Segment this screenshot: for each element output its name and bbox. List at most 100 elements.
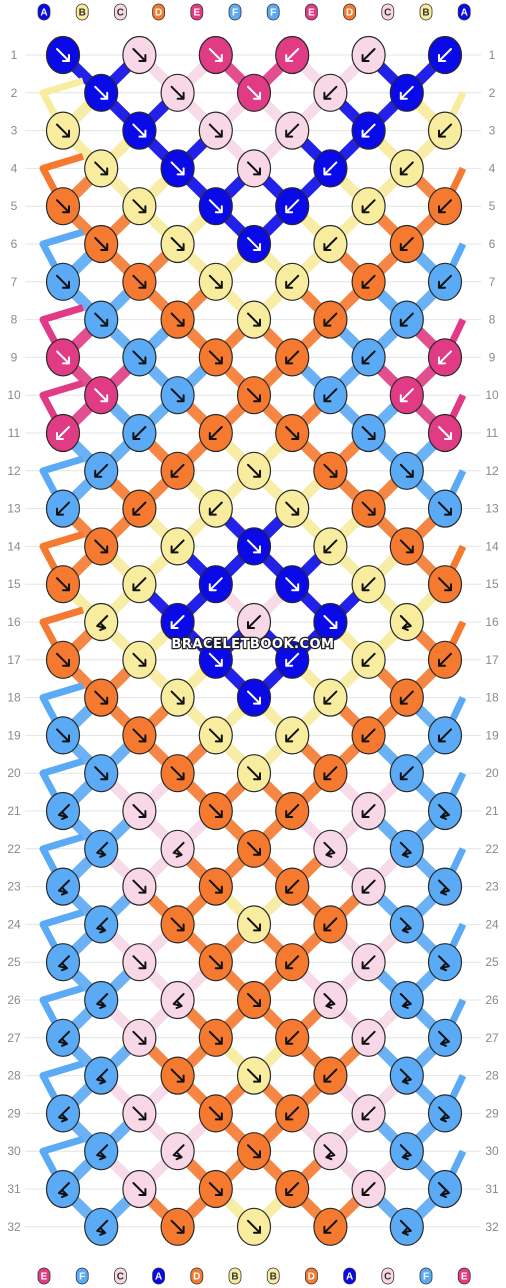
knot-arrow-icon: [285, 652, 300, 667]
knot-arrow-icon: [58, 955, 70, 972]
knot-arrow-icon: [323, 463, 338, 478]
knot: [84, 754, 119, 793]
knot: [313, 905, 348, 944]
string-color-pill: [343, 3, 357, 21]
knot-arrow-icon: [208, 426, 223, 440]
string-letter: E: [193, 8, 200, 19]
knot: [198, 867, 233, 906]
string-label: C: [114, 3, 127, 21]
knot: [122, 489, 157, 528]
knot: [351, 1169, 386, 1209]
knot: [160, 1207, 195, 1246]
knot-arrow-icon: [94, 312, 109, 327]
knot-arrow-icon: [438, 804, 450, 820]
knot-arrow-icon: [361, 1182, 376, 1196]
row-number: 10: [485, 388, 499, 402]
knot-arrow-icon: [361, 48, 376, 62]
knot-arrow-icon: [361, 577, 376, 592]
knot: [351, 35, 386, 75]
knot: [275, 338, 310, 377]
knot: [122, 111, 157, 150]
knot-arrow-icon: [56, 274, 70, 289]
knot-arrow-icon: [438, 879, 450, 896]
string-label: A: [37, 3, 51, 21]
knot: [427, 111, 463, 150]
knot-arrow-icon: [170, 161, 185, 176]
string-label: C: [381, 1267, 395, 1285]
row-numbers-right: 1234567891011121314151617181920212223242…: [485, 48, 499, 1234]
knot-arrow-icon: [323, 615, 338, 629]
string-label: F: [266, 3, 280, 21]
knot-arrow-icon: [399, 161, 414, 176]
knot: [351, 262, 386, 301]
knot-arrow-icon: [170, 539, 185, 554]
knot: [160, 73, 195, 112]
row-number: 12: [7, 464, 21, 478]
knot: [45, 1018, 81, 1057]
knot-arrow-icon: [56, 350, 70, 365]
knot-arrow-icon: [172, 993, 185, 1009]
knot-arrow-icon: [96, 615, 109, 631]
string-color-pill: [304, 1267, 318, 1285]
knot: [198, 1094, 233, 1133]
string-letter: E: [41, 1272, 48, 1283]
knot-arrow-icon: [94, 690, 109, 705]
knot: [45, 867, 81, 906]
knot: [198, 262, 233, 301]
string-label: E: [304, 3, 318, 21]
row-number: 31: [485, 1182, 499, 1196]
knot-arrow-icon: [399, 312, 414, 327]
knot-arrow-icon: [94, 85, 109, 100]
knot: [427, 1018, 463, 1057]
knot: [84, 300, 119, 339]
string-color-pill: [114, 1267, 127, 1285]
knot: [313, 1056, 348, 1095]
knot: [198, 791, 233, 831]
string-letter: E: [308, 8, 315, 19]
knot: [84, 73, 119, 112]
row-number: 1: [489, 48, 496, 62]
knot-arrow-icon: [208, 955, 223, 970]
knot-arrow-icon: [285, 1030, 300, 1045]
row-number: 19: [7, 728, 21, 742]
string-letter: C: [117, 1272, 124, 1283]
knot-arrow-icon: [56, 501, 70, 516]
knot-arrow-icon: [399, 1219, 412, 1236]
row-number: 28: [7, 1069, 21, 1083]
knot-arrow-icon: [399, 615, 412, 631]
knot: [427, 716, 463, 755]
knot: [84, 149, 119, 188]
knot-arrow-icon: [438, 123, 452, 138]
string-color-pill: [381, 3, 395, 21]
row-number: 30: [485, 1144, 499, 1158]
knot: [160, 1132, 195, 1171]
knot: [198, 111, 233, 150]
knot: [236, 73, 272, 112]
knot: [45, 1169, 81, 1209]
string-label: A: [343, 1267, 357, 1285]
knot: [45, 35, 81, 75]
knot-arrow-icon: [285, 577, 300, 592]
knot: [45, 111, 81, 150]
knot: [84, 602, 119, 642]
knot-arrow-icon: [208, 199, 223, 214]
knot-arrow-icon: [361, 199, 376, 214]
knot: [122, 1094, 157, 1133]
knot: [198, 640, 233, 679]
knot-arrow-icon: [132, 274, 147, 289]
row-number: 1: [11, 48, 18, 62]
knot: [84, 376, 119, 415]
knot: [160, 829, 195, 868]
knot-arrow-icon: [323, 1219, 338, 1234]
knot: [275, 35, 310, 75]
knot: [427, 867, 463, 906]
row-number: 26: [7, 993, 21, 1007]
knot-arrow-icon: [96, 1219, 109, 1236]
knot-arrow-icon: [170, 615, 185, 629]
string-letter: F: [232, 8, 238, 19]
knot: [351, 489, 386, 528]
knot-arrow-icon: [361, 652, 376, 667]
knot-arrow-icon: [323, 312, 338, 327]
